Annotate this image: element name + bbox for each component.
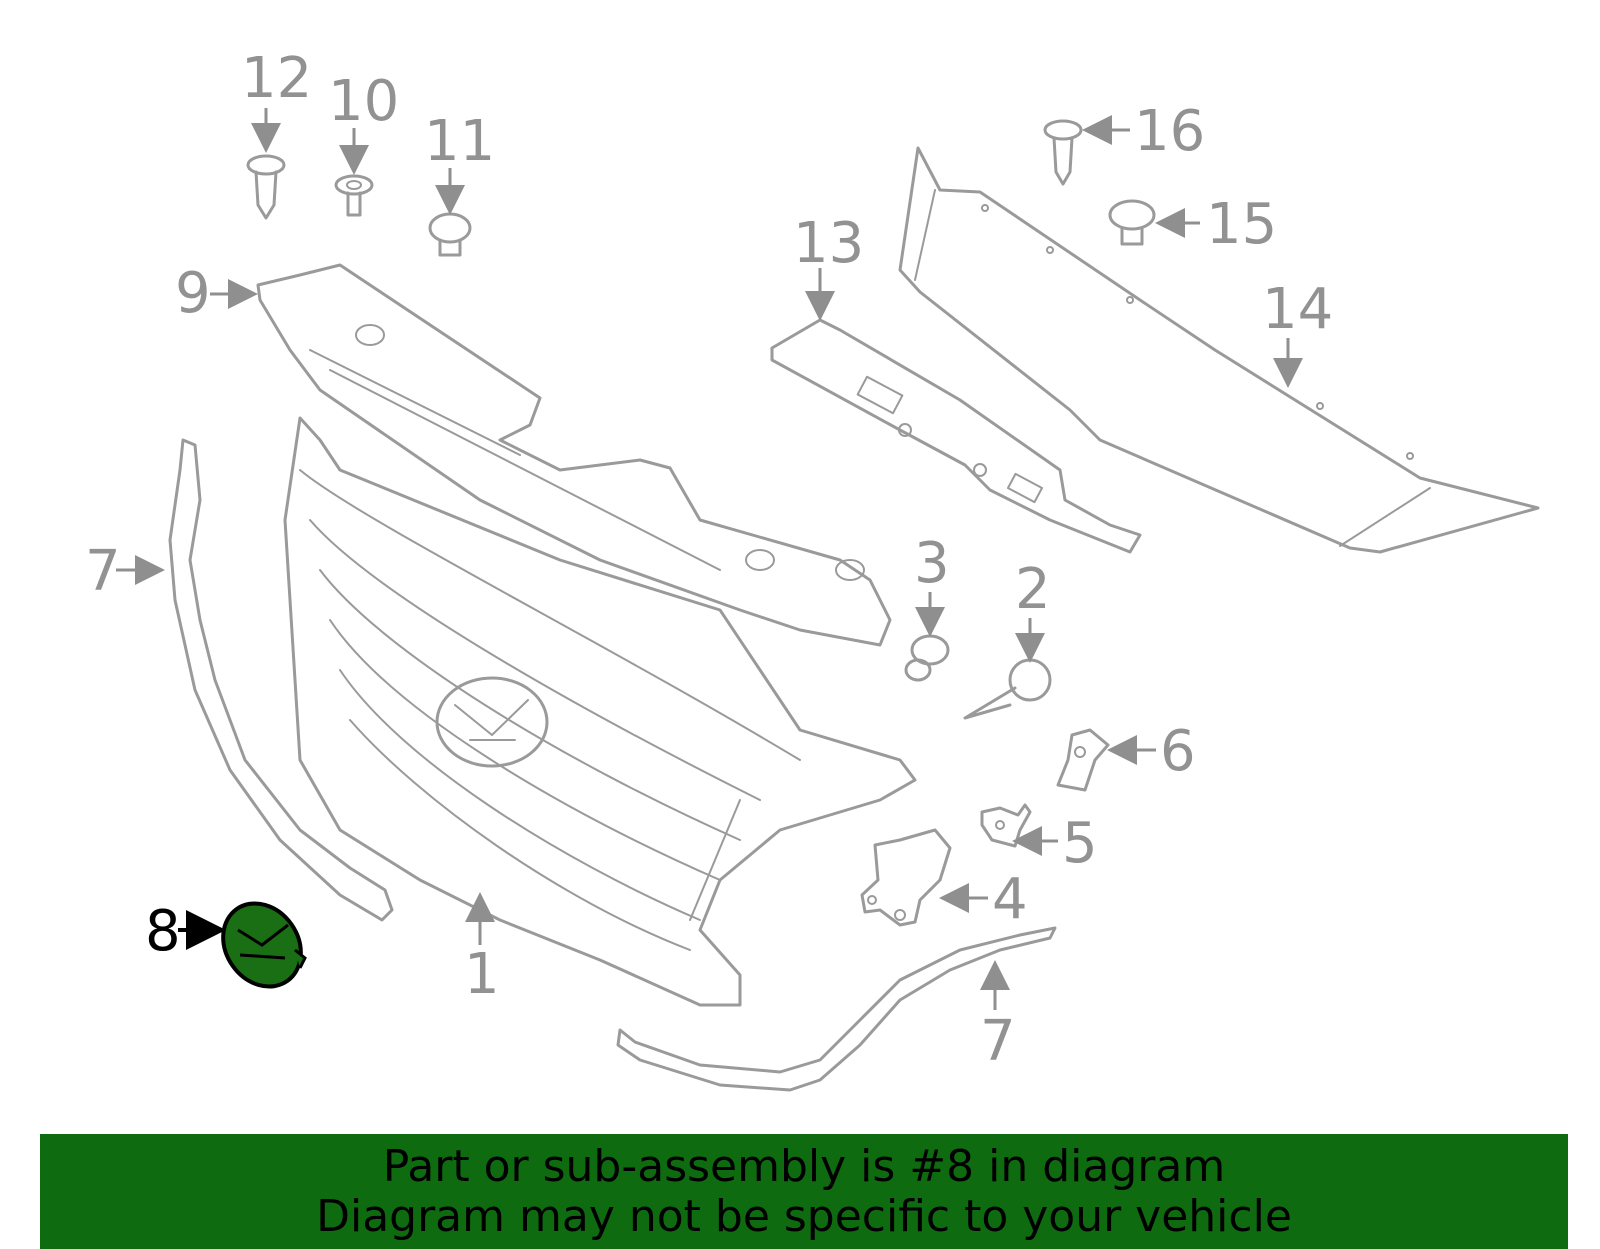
callout-9: 9 bbox=[175, 261, 211, 326]
callout-7-bottom: 7 bbox=[980, 1009, 1016, 1074]
part-6-bracket bbox=[1056, 728, 1110, 792]
callout-10: 10 bbox=[328, 69, 399, 134]
part-5-nut bbox=[980, 803, 1032, 848]
part-13-bracket bbox=[770, 318, 1142, 554]
callout-13: 13 bbox=[793, 211, 864, 276]
banner-line-part: Part or sub-assembly is #8 in diagram bbox=[382, 1140, 1226, 1192]
callout-12: 12 bbox=[241, 46, 312, 111]
callout-6: 6 bbox=[1160, 719, 1196, 784]
callout-7-left: 7 bbox=[85, 539, 121, 604]
callout-3: 3 bbox=[914, 531, 950, 596]
part-12-clip bbox=[246, 154, 286, 220]
callout-14: 14 bbox=[1262, 277, 1333, 342]
callout-11: 11 bbox=[424, 109, 495, 174]
part-15-clip bbox=[1108, 199, 1156, 246]
part-11-clip bbox=[428, 212, 472, 257]
part-7-left-molding bbox=[168, 438, 394, 922]
part-10-clip bbox=[334, 174, 374, 217]
callout-2: 2 bbox=[1015, 557, 1051, 622]
callout-16: 16 bbox=[1134, 99, 1205, 164]
part-8-emblem-highlighted bbox=[221, 901, 307, 989]
callout-4: 4 bbox=[992, 867, 1028, 932]
callout-8-highlighted: 8 bbox=[145, 899, 181, 964]
part-3-clip bbox=[904, 634, 950, 682]
part-14-shield bbox=[898, 146, 1540, 554]
part-4-bracket bbox=[860, 828, 952, 927]
callout-5: 5 bbox=[1062, 811, 1098, 876]
part-2-screw bbox=[963, 658, 1052, 720]
callout-labels: 12 10 11 9 13 14 16 15 7 3 2 6 5 4 1 7 8 bbox=[85, 46, 1333, 1074]
part-1-grille bbox=[283, 416, 917, 1007]
part-7-bottom-molding bbox=[616, 926, 1057, 1092]
notice-banner: Part or sub-assembly is #8 in diagram Di… bbox=[40, 1134, 1568, 1249]
banner-line-disclaimer: Diagram may not be specific to your vehi… bbox=[316, 1190, 1292, 1242]
leader-arrows bbox=[116, 108, 1303, 1010]
part-9-support bbox=[256, 263, 892, 647]
part-16-clip bbox=[1043, 119, 1083, 186]
callout-15: 15 bbox=[1206, 192, 1277, 257]
callout-1: 1 bbox=[464, 942, 500, 1007]
